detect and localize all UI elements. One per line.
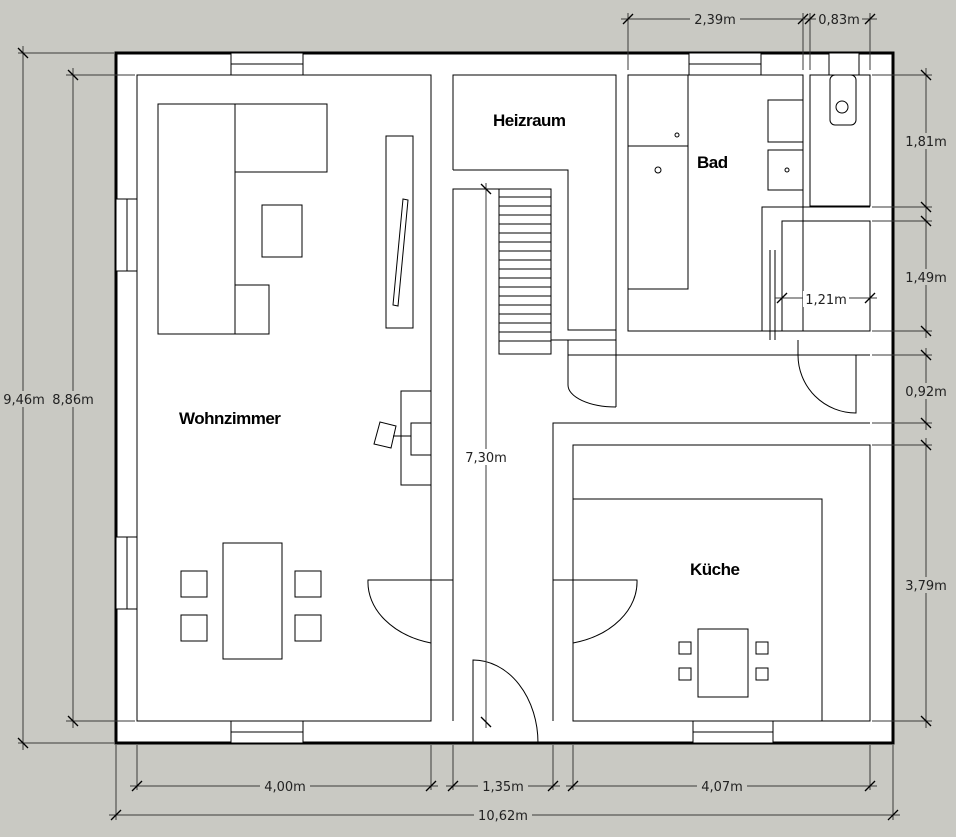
dimension-top-left: 2,39m bbox=[621, 11, 810, 70]
dimension-label: 1,81m bbox=[905, 135, 947, 150]
dimension-right-2: 1,49m bbox=[872, 214, 949, 338]
bathtub bbox=[627, 74, 689, 290]
door-bath bbox=[797, 354, 857, 414]
dimension-bottom-left: 4,00m bbox=[130, 745, 438, 795]
dimension-label: 3,79m bbox=[905, 579, 947, 594]
dimension-label: 10,62m bbox=[478, 809, 528, 824]
heizraum-wall bbox=[452, 74, 617, 407]
dimension-label: 0,83m bbox=[818, 13, 860, 28]
room-label-wohnzimmer: Wohnzimmer bbox=[179, 409, 281, 428]
dimension-bath-inner: 1,21m bbox=[775, 291, 877, 308]
sofa-long bbox=[157, 103, 236, 335]
dimension-label: 4,00m bbox=[264, 780, 306, 795]
tv bbox=[392, 198, 409, 307]
heizraum-inner bbox=[453, 169, 616, 331]
chair-2 bbox=[180, 614, 208, 642]
dimension-label: 1,49m bbox=[905, 271, 947, 286]
door-wohnzimmer bbox=[367, 579, 453, 644]
stair-steps bbox=[499, 196, 551, 342]
dimension-label: 9,46m bbox=[3, 393, 45, 408]
dimension-right-1: 1,81m bbox=[872, 68, 949, 214]
kitchen-chair-2 bbox=[678, 667, 692, 681]
dimension-label: 8,86m bbox=[52, 393, 94, 408]
room-label-bad: Bad bbox=[697, 153, 728, 172]
dimension-bottom-right: 4,07m bbox=[566, 745, 877, 795]
dimension-label: 1,21m bbox=[805, 293, 847, 308]
stairs bbox=[498, 188, 552, 355]
toilet bbox=[829, 74, 857, 126]
corridor-wall-2 bbox=[552, 422, 870, 721]
bath-side-wall bbox=[761, 206, 870, 331]
dimension-right-4: 3,79m bbox=[872, 438, 949, 728]
tub-drain bbox=[674, 132, 680, 138]
dining-table bbox=[222, 542, 283, 660]
tub-drain-2 bbox=[654, 166, 662, 174]
window-top-small bbox=[828, 52, 860, 76]
door-kueche bbox=[553, 579, 638, 644]
dimension-bottom-total: 10,62m bbox=[109, 745, 900, 824]
dimension-stair: 7,30m bbox=[462, 183, 510, 728]
dimension-label: 4,07m bbox=[701, 780, 743, 795]
door-heizraum bbox=[567, 340, 617, 408]
dimension-label: 0,92m bbox=[905, 385, 947, 400]
chair-3 bbox=[294, 570, 322, 598]
room-label-heizraum: Heizraum bbox=[493, 111, 566, 130]
kitchen-chair-3 bbox=[755, 641, 769, 655]
dimension-right-3: 0,92m bbox=[872, 348, 949, 430]
dimension-label: 7,30m bbox=[465, 451, 507, 466]
sofa-short bbox=[234, 103, 328, 173]
desk-inner bbox=[410, 422, 432, 456]
dimension-left-inner: 8,86m bbox=[50, 68, 135, 728]
desk-chair bbox=[373, 421, 397, 449]
dimension-bottom-middle: 1,35m bbox=[446, 745, 560, 795]
dimension-label: 2,39m bbox=[694, 13, 736, 28]
chair-4 bbox=[294, 614, 322, 642]
dimension-left-outer: 9,46m bbox=[1, 46, 114, 750]
cabinet-bath bbox=[767, 99, 804, 143]
door-entrance bbox=[472, 659, 539, 744]
chair-1 bbox=[180, 570, 208, 598]
kitchen-chair-4 bbox=[755, 667, 769, 681]
kitchen-table bbox=[697, 628, 749, 698]
kitchen-chair-1 bbox=[678, 641, 692, 655]
sofa-end bbox=[234, 284, 270, 335]
dimension-top-right: 0,83m bbox=[803, 11, 877, 70]
coffee-table bbox=[261, 204, 303, 258]
dimension-label: 1,35m bbox=[482, 780, 524, 795]
room-label-kueche: Küche bbox=[690, 560, 740, 579]
kitchen-counter bbox=[573, 498, 823, 721]
bath-side-room bbox=[781, 220, 871, 332]
